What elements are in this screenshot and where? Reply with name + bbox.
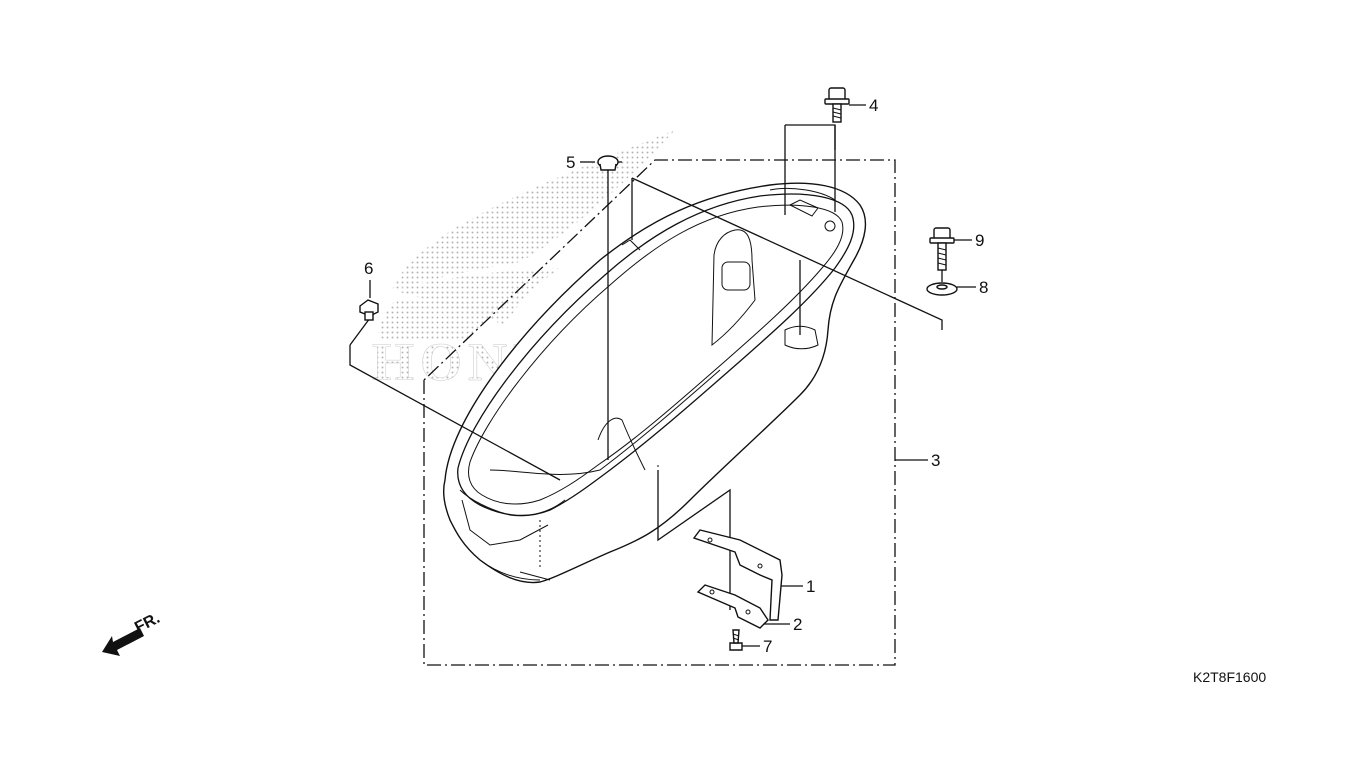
bracket-part-1 — [692, 529, 783, 621]
callout-2: 2 — [793, 615, 802, 634]
callout-5: 5 — [566, 153, 575, 172]
callout-1: 1 — [806, 577, 815, 596]
diagram-code: K2T8F1600 — [1193, 669, 1267, 685]
clip-part-6 — [359, 299, 379, 321]
bolt-part-4 — [824, 87, 850, 123]
assembly-boundary — [423, 159, 896, 666]
bracket-part-2 — [696, 584, 769, 629]
callout-6: 6 — [364, 259, 373, 278]
callout-labels: 1 2 3 4 5 6 7 8 9 — [364, 96, 988, 656]
bolt-part-9 — [929, 227, 955, 271]
luggage-box — [442, 182, 867, 584]
front-arrow-icon — [102, 628, 144, 656]
washer-part-8 — [926, 282, 958, 296]
front-label: FR. — [132, 610, 163, 637]
front-direction-indicator: FR. — [102, 610, 163, 656]
callout-9: 9 — [975, 231, 984, 250]
callout-3: 3 — [931, 451, 940, 470]
grommet-part-5 — [597, 155, 619, 171]
callout-4: 4 — [869, 96, 878, 115]
screw-part-7 — [729, 629, 743, 651]
callout-8: 8 — [979, 278, 988, 297]
callout-7: 7 — [763, 637, 772, 656]
